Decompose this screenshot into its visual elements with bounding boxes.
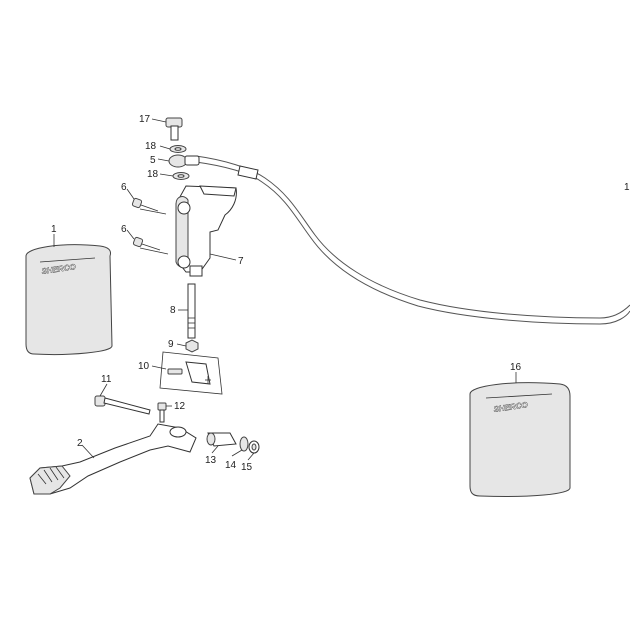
clevis-group bbox=[159, 351, 223, 395]
callout-13: 13 bbox=[205, 455, 217, 466]
callout-10: 10 bbox=[138, 361, 150, 372]
stop-bolt bbox=[157, 402, 167, 423]
callout-16: 16 bbox=[510, 362, 522, 373]
callout-1-edge: 1 bbox=[624, 182, 630, 193]
brake-pedal bbox=[29, 423, 197, 495]
pivot-bolt bbox=[94, 395, 151, 415]
callout-5: 5 bbox=[150, 155, 156, 166]
master-cylinder bbox=[175, 185, 237, 277]
callout-18-lower: 18 bbox=[147, 169, 159, 180]
callout-14: 14 bbox=[225, 460, 237, 471]
brake-hose bbox=[195, 155, 630, 325]
copper-washer-upper bbox=[169, 145, 187, 153]
callout-2: 2 bbox=[77, 438, 83, 449]
callout-1: 1 bbox=[51, 224, 57, 235]
protective-cover-bag-left: SHERCO bbox=[25, 244, 113, 356]
protective-cover-bag-right: SHERCO bbox=[469, 382, 571, 498]
pivot-bushing bbox=[206, 432, 237, 447]
push-rod bbox=[187, 283, 196, 339]
pivot-nut bbox=[248, 440, 260, 454]
callout-8: 8 bbox=[170, 305, 176, 316]
callout-11: 11 bbox=[101, 374, 112, 385]
pivot-washer bbox=[239, 436, 249, 452]
callout-17: 17 bbox=[139, 114, 151, 125]
lock-nut bbox=[185, 339, 199, 353]
mounting-screw-upper bbox=[131, 197, 159, 212]
banjo-fitting bbox=[168, 154, 200, 168]
callout-12: 12 bbox=[174, 401, 186, 412]
mounting-screw-lower bbox=[132, 236, 161, 251]
callout-6-lower: 6 bbox=[121, 224, 127, 235]
callout-15: 15 bbox=[241, 462, 253, 473]
leader-lines bbox=[53, 118, 517, 461]
copper-washer-lower bbox=[172, 172, 190, 180]
callout-6-upper: 6 bbox=[121, 182, 127, 193]
callout-9: 9 bbox=[168, 339, 174, 350]
callout-7: 7 bbox=[238, 256, 244, 267]
banjo-bolt bbox=[165, 117, 183, 141]
callout-18-upper: 18 bbox=[145, 141, 157, 152]
